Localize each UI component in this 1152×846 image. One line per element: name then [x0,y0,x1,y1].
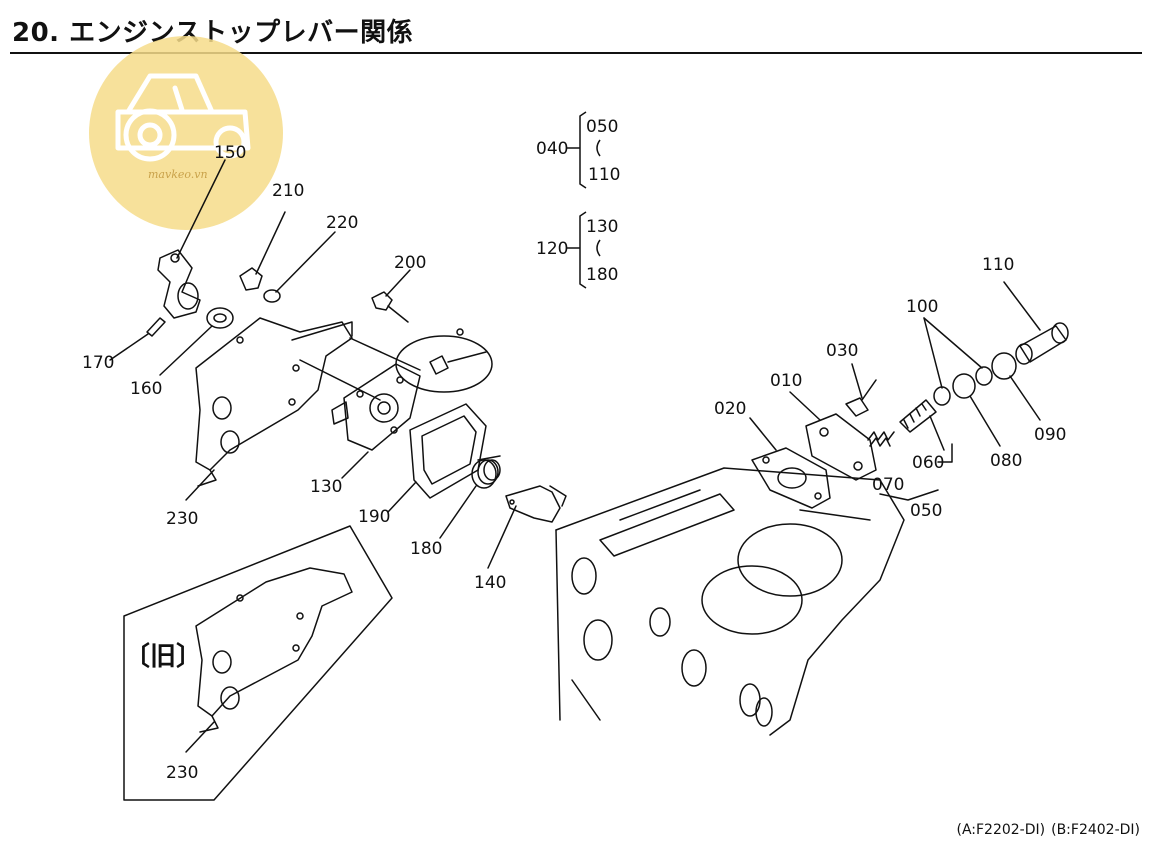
label-110: 110 [982,255,1014,275]
gasket-020 [749,417,831,509]
old-bracket-inset [123,525,393,801]
bolt-210 [239,211,286,291]
model-a: (A:F2202-DI) [956,822,1046,838]
label-190: 190 [358,507,390,527]
label-140: 140 [474,573,506,593]
label-210: 210 [272,181,304,201]
label-020: 020 [714,399,746,419]
label-090: 090 [1034,425,1066,445]
title-underline [10,52,1142,54]
model-b: (B:F2402-DI) [1051,822,1140,838]
label-230: 230 [166,509,198,529]
label-180-range: 180 [586,265,618,285]
bolt-030 [845,363,877,417]
watermark-logo: mavkeo.vn [89,36,283,230]
label-010: 010 [770,371,802,391]
label-230-old: 230 [166,763,198,783]
label-080: 080 [990,451,1022,471]
label-110-range: 110 [588,165,620,185]
label-030: 030 [826,341,858,361]
sleeve-110 [1003,281,1069,365]
label-130: 130 [310,477,342,497]
bolt-200 [371,269,411,323]
label-050: 050 [910,501,942,521]
washers-100 [923,317,1041,447]
label-180: 180 [410,539,442,559]
label-050-range: 050 [586,117,618,137]
shaft-140 [487,485,567,569]
spring-070 [867,431,895,447]
label-040: 040 [536,139,568,159]
bracket-230 [185,317,353,501]
watermark-text: mavkeo.vn [148,168,208,181]
pin-170 [109,317,166,361]
label-100: 100 [906,297,938,317]
old-version-label: 〔旧〕 [124,642,203,672]
gasket-190 [387,403,487,513]
label-170: 170 [82,353,114,373]
bolt-group-circled [395,328,493,393]
screw-060 [899,399,945,451]
label-160: 160 [130,379,162,399]
plate-130 [331,363,421,479]
model-footer: (A:F2202-DI) (B:F2402-DI) [950,822,1140,838]
label-200: 200 [394,253,426,273]
label-060: 060 [912,453,944,473]
engine-block [555,467,905,736]
label-130-range: 130 [586,217,618,237]
washer-220 [263,231,336,303]
spring-180 [439,455,501,539]
lever-150 [157,159,226,319]
label-120: 120 [536,239,568,259]
collar-160 [159,307,234,376]
label-150: 150 [214,143,246,163]
label-070: 070 [872,475,904,495]
label-220: 220 [326,213,358,233]
plate-010 [789,391,877,481]
